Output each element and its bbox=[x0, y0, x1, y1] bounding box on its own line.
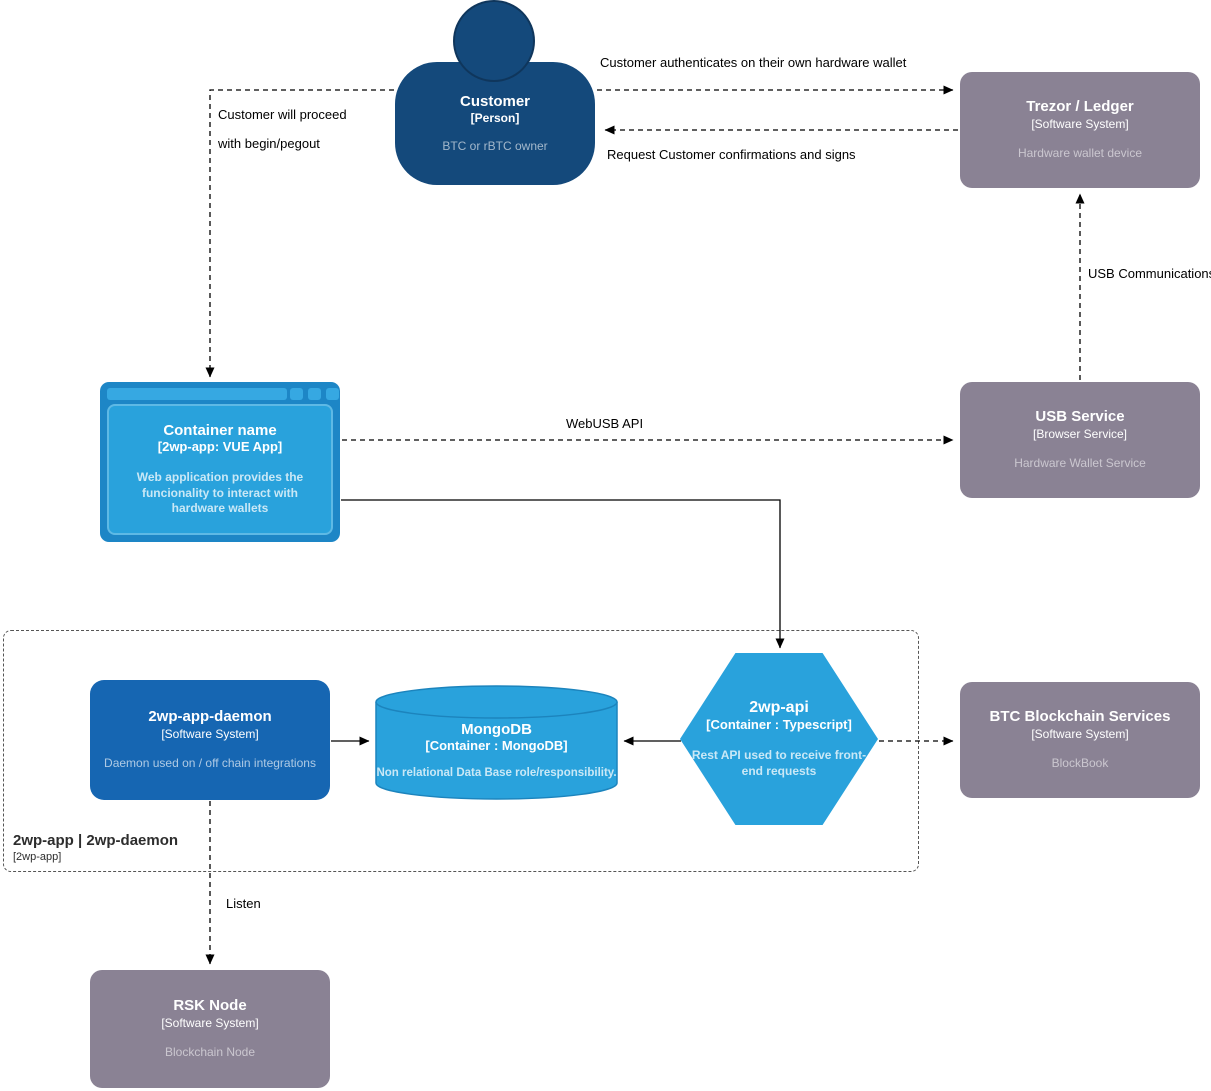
browser-button-icon bbox=[290, 388, 303, 400]
container-panel: Container name [2wp-app: VUE App] Web ap… bbox=[107, 404, 333, 535]
mongodb-title: MongoDB bbox=[461, 720, 532, 738]
container-title: Container name bbox=[163, 422, 277, 440]
customer-description: BTC or rBTC owner bbox=[442, 138, 548, 153]
edge-customer-to-container bbox=[205, 89, 394, 378]
customer-head-icon bbox=[453, 0, 535, 82]
rsk-description: Blockchain Node bbox=[164, 1045, 256, 1060]
browser-button-icon bbox=[308, 388, 321, 400]
api-title: 2wp-api bbox=[749, 698, 809, 716]
trezor-subtitle: [Software System] bbox=[1031, 116, 1129, 131]
node-usb-service: USB Service [Browser Service] Hardware W… bbox=[960, 382, 1200, 498]
container-subtitle: [2wp-app: VUE App] bbox=[157, 439, 283, 455]
trezor-description: Hardware wallet device bbox=[1017, 146, 1143, 161]
usb-service-title: USB Service bbox=[1035, 408, 1125, 426]
node-btc-blockchain-services: BTC Blockchain Services [Software System… bbox=[960, 682, 1200, 798]
boundary-label: 2wp-app | 2wp-daemon [2wp-app] bbox=[13, 832, 178, 863]
edge-label-proceed-line1: Customer will proceed bbox=[218, 107, 347, 122]
rsk-title: RSK Node bbox=[173, 997, 247, 1015]
mongodb-description: Non relational Data Base role/responsibi… bbox=[376, 766, 617, 779]
mongodb-text: MongoDB [Container : MongoDB] Non relati… bbox=[375, 699, 618, 800]
btc-description: BlockBook bbox=[1051, 756, 1109, 771]
daemon-description: Daemon used on / off chain integrations bbox=[104, 756, 316, 771]
api-subtitle: [Container : Typescript] bbox=[706, 716, 852, 732]
trezor-title: Trezor / Ledger bbox=[1026, 98, 1134, 116]
node-2wp-app-daemon: 2wp-app-daemon [Software System] Daemon … bbox=[90, 680, 330, 800]
cylinder-icon bbox=[375, 685, 618, 800]
customer-title: Customer bbox=[459, 92, 530, 110]
api-description: Rest API used to receive front-end reque… bbox=[691, 747, 867, 778]
node-trezor-ledger: Trezor / Ledger [Software System] Hardwa… bbox=[960, 72, 1200, 188]
daemon-title: 2wp-app-daemon bbox=[148, 708, 272, 726]
btc-subtitle: [Software System] bbox=[1031, 726, 1129, 741]
edge-container-to-api bbox=[341, 499, 785, 649]
btc-title: BTC Blockchain Services bbox=[989, 708, 1171, 726]
edge-label-listen: Listen bbox=[226, 896, 261, 911]
edge-label-proceed-line2: with begin/pegout bbox=[218, 136, 320, 151]
browser-button-icon bbox=[326, 388, 339, 400]
boundary-subtitle: [2wp-app] bbox=[13, 851, 62, 863]
usb-service-subtitle: [Browser Service] bbox=[1032, 426, 1128, 441]
daemon-subtitle: [Software System] bbox=[161, 726, 259, 741]
node-mongodb: MongoDB [Container : MongoDB] Non relati… bbox=[375, 685, 618, 800]
node-customer: Customer [Person] BTC or rBTC owner bbox=[395, 62, 595, 185]
rsk-subtitle: [Software System] bbox=[161, 1015, 259, 1030]
customer-subtitle: [Person] bbox=[470, 111, 520, 126]
usb-service-description: Hardware Wallet Service bbox=[1014, 456, 1146, 471]
edge-label-webusb: WebUSB API bbox=[566, 416, 644, 431]
node-container-2wp-app: Container name [2wp-app: VUE App] Web ap… bbox=[100, 382, 340, 542]
node-rsk-node: RSK Node [Software System] Blockchain No… bbox=[90, 970, 330, 1088]
edge-label-usb-communications: USB Communications bbox=[1088, 266, 1211, 281]
container-description: Web application provides the funcionalit… bbox=[136, 470, 304, 516]
edge-label-confirmations: Request Customer confirmations and signs bbox=[607, 147, 856, 162]
edge-label-authenticates: Customer authenticates on their own hard… bbox=[600, 55, 907, 70]
boundary-title: 2wp-app | 2wp-daemon bbox=[13, 832, 179, 849]
mongodb-subtitle: [Container : MongoDB] bbox=[425, 737, 568, 753]
browser-addressbar-icon bbox=[107, 388, 287, 400]
